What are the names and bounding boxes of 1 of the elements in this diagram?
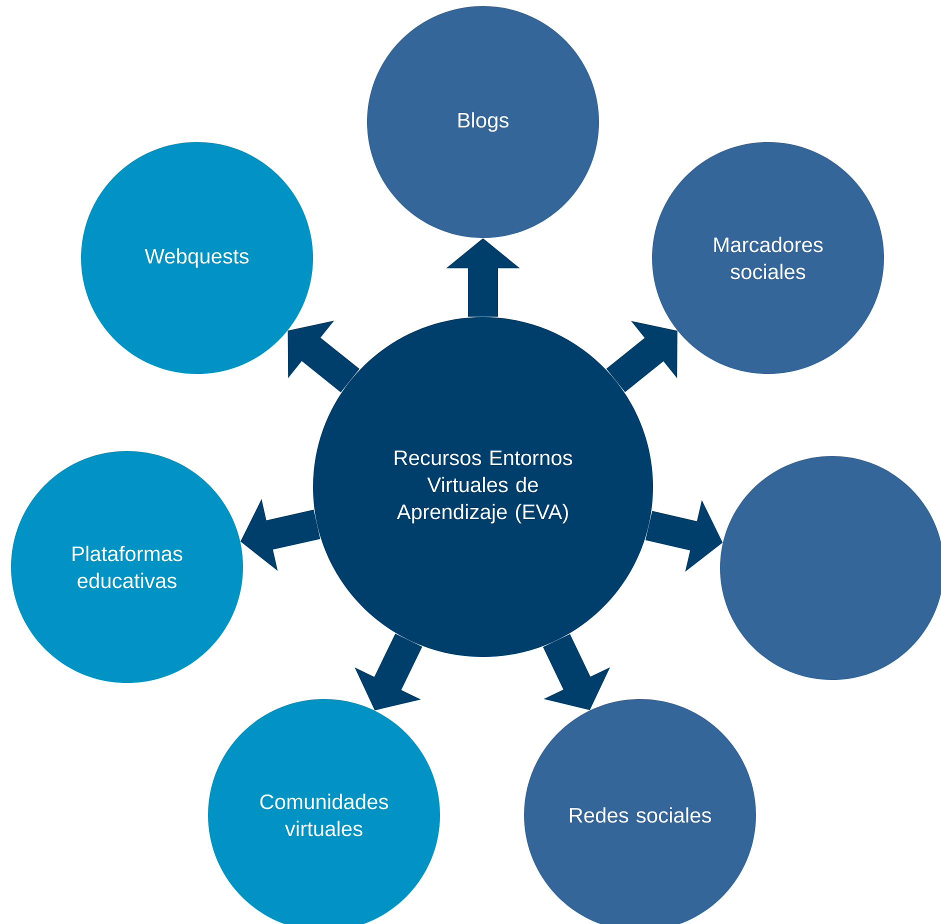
block-arrow — [606, 320, 678, 392]
